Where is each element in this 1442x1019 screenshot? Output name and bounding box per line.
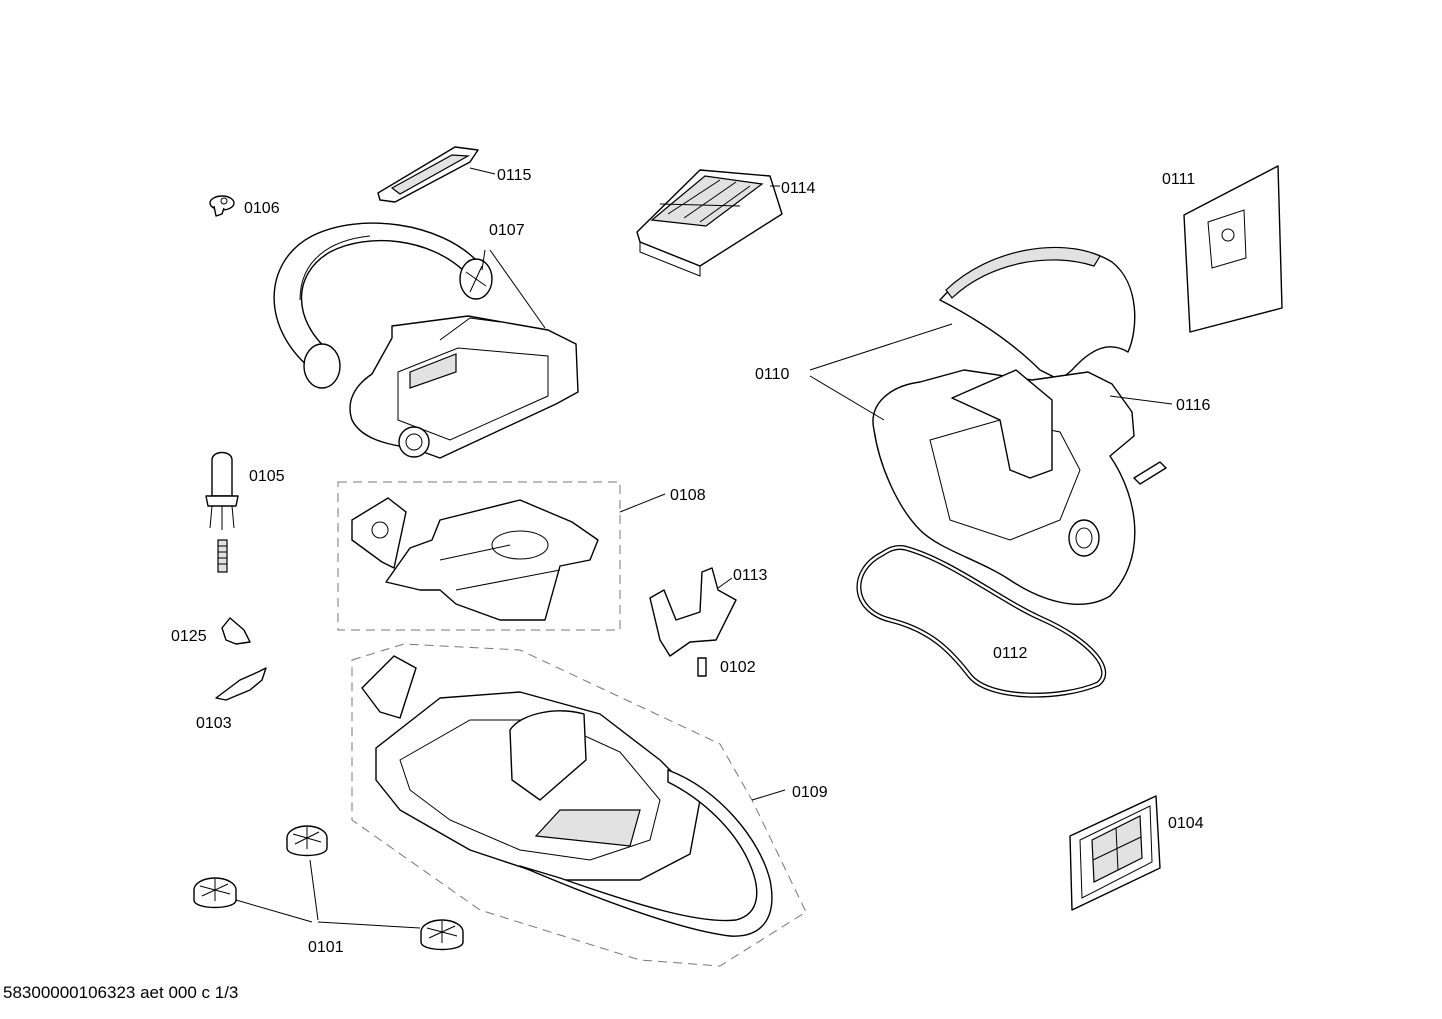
part-0101-wheel[interactable]: [286, 825, 328, 857]
group-0109-outline: [351, 643, 807, 967]
document-footer-code: 58300000106323 aet 000 c 1/3: [3, 983, 238, 1002]
part-0108-motor-housing[interactable]: [351, 497, 599, 621]
label-0109: 0109: [792, 784, 828, 801]
label-0113: 0113: [733, 567, 768, 584]
part-0107-handle-frame[interactable]: [273, 222, 579, 459]
label-0112: 0112: [993, 645, 1028, 662]
label-0110: 0110: [755, 366, 790, 383]
label-0105: 0105: [249, 468, 285, 485]
label-0116: 0116: [1176, 397, 1211, 414]
label-0102: 0102: [720, 659, 756, 676]
part-0103-switch[interactable]: [215, 667, 267, 701]
part-0109-base[interactable]: [361, 655, 773, 937]
group-0108-outline: [337, 481, 621, 631]
part-0112-seal-cable[interactable]: [856, 545, 1107, 698]
label-0111: 0111: [1162, 171, 1195, 188]
label-0115: 0115: [497, 167, 532, 184]
part-0111-dust-bag[interactable]: [1183, 165, 1283, 333]
part-0105-pin-spring[interactable]: [205, 451, 239, 573]
part-0115-handle-cover[interactable]: [377, 146, 479, 203]
part-latch[interactable]: [1133, 461, 1167, 485]
part-0101-wheel[interactable]: [193, 877, 237, 909]
part-0104-exhaust-filter[interactable]: [1069, 795, 1161, 911]
label-0103: 0103: [196, 715, 232, 732]
part-0110-lid-body[interactable]: [872, 246, 1136, 605]
label-0125: 0125: [171, 628, 207, 645]
label-0101: 0101: [308, 939, 344, 956]
part-0125-clip[interactable]: [221, 617, 251, 645]
label-0107: 0107: [489, 222, 525, 239]
part-0101-wheel[interactable]: [420, 919, 464, 951]
part-0102-clip[interactable]: [697, 657, 707, 677]
part-0114-filter-cassette[interactable]: [636, 169, 783, 277]
label-0106: 0106: [244, 200, 280, 217]
part-0106-knob[interactable]: [209, 195, 235, 217]
label-0114: 0114: [781, 180, 816, 197]
part-0113-bracket[interactable]: [649, 567, 737, 657]
label-0104: 0104: [1168, 815, 1204, 832]
label-0108: 0108: [670, 487, 706, 504]
